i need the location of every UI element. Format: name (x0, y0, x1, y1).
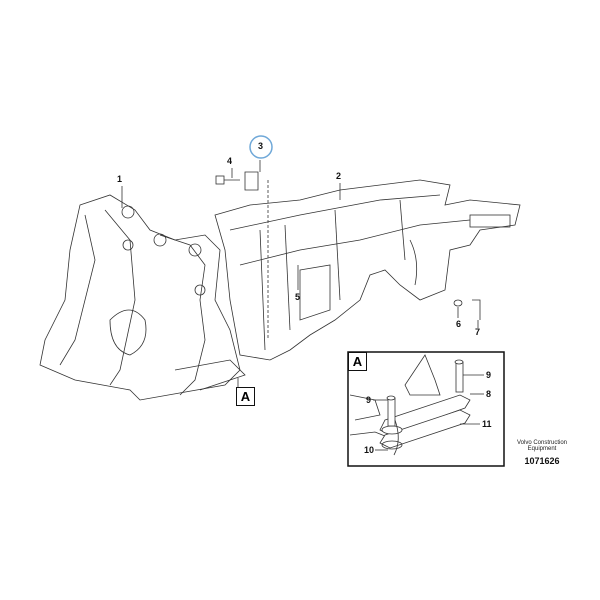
callout-8: 8 (486, 389, 492, 399)
callout-11: 11 (482, 419, 492, 429)
callout-1: 1 (117, 174, 123, 184)
callout-5: 5 (295, 292, 301, 302)
highlight-circle (249, 135, 273, 159)
callout-9-right: 9 (486, 370, 492, 380)
callout-7: 7 (475, 327, 481, 337)
front-frame (39, 194, 246, 401)
rear-frame (214, 179, 521, 361)
callout-6: 6 (456, 319, 462, 329)
callout-2: 2 (336, 171, 342, 181)
drawing-number: 1071626 (524, 456, 560, 466)
inset-title: A (348, 352, 367, 371)
callout-10: 10 (364, 445, 375, 455)
callout-4: 4 (227, 156, 233, 166)
callout-9-left: 9 (366, 395, 372, 405)
callout-3: 3 (258, 141, 264, 151)
detail-inset (347, 351, 505, 467)
view-a-reference: A (236, 387, 255, 406)
credit-text: Volvo Construction Equipment (516, 440, 568, 452)
